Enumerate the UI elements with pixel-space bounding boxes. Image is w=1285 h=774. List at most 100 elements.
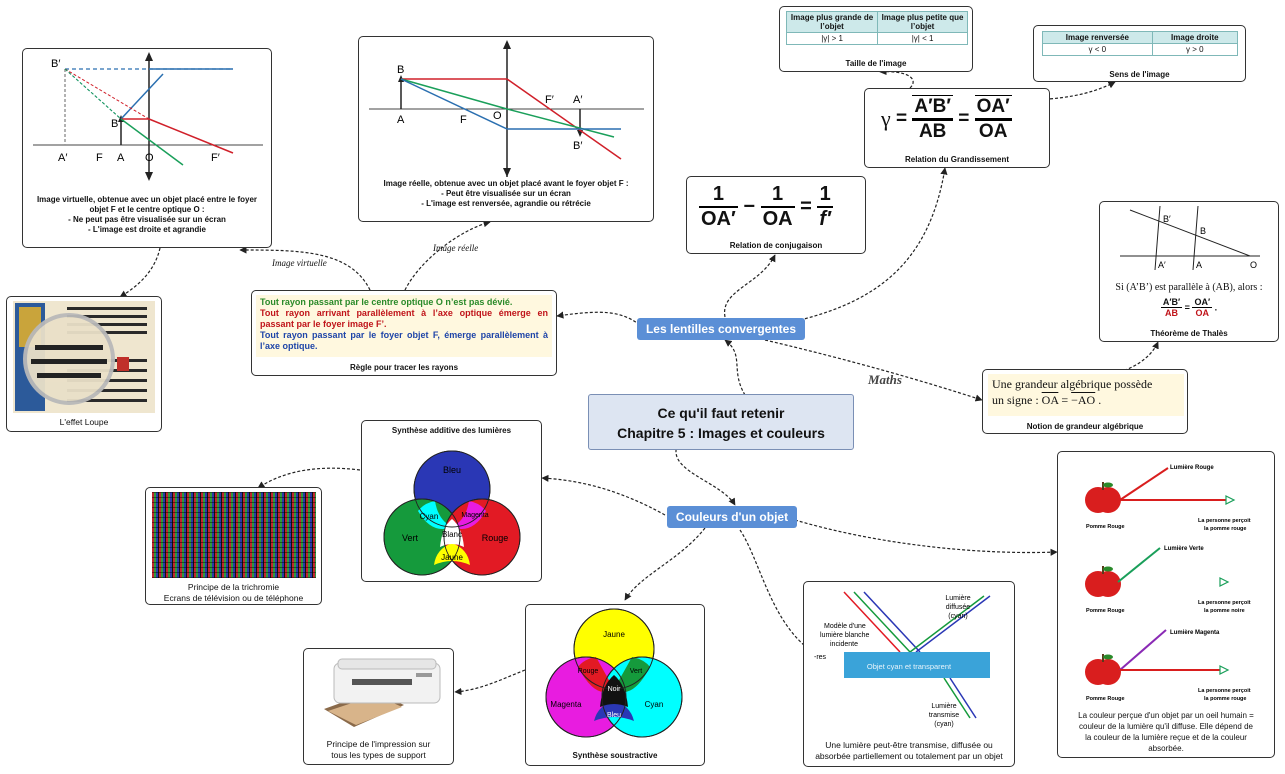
- rule-3: Tout rayon passant par le foyer objet F,…: [260, 330, 548, 351]
- virtual-image-card: B′ B A′ F A O F′ Image virtuelle, obtenu…: [22, 48, 272, 248]
- label-Fp: F′: [545, 94, 554, 106]
- loupe-card: L'effet Loupe: [6, 296, 162, 432]
- svg-text:Lumière Verte: Lumière Verte: [1164, 546, 1204, 552]
- label-A: A: [117, 152, 125, 164]
- real-image-caption: Image réelle, obtenue avec un objet plac…: [383, 179, 629, 208]
- trans-diffusee-2: (cyan): [948, 613, 967, 620]
- label-F: F: [460, 114, 467, 126]
- trans-res: -res: [814, 654, 827, 661]
- sous-cyan: Cyan: [645, 700, 664, 709]
- trans-incident-1: lumière blanche: [820, 632, 870, 639]
- svg-text:La personne perçoit: La personne perçoit: [1198, 688, 1251, 694]
- algebrique-caption: Notion de grandeur algébrique: [1026, 422, 1144, 431]
- edge-add-tri: [257, 467, 361, 489]
- rule-2: Tout rayon arrivant parallèlement à l’ax…: [260, 308, 548, 329]
- thales-formula: A′B′AB = OA′OA .: [1160, 297, 1218, 318]
- rule-1: Tout rayon passant par le centre optique…: [260, 297, 513, 307]
- trichromie-caption: Principe de la trichromie Ecrans de télé…: [163, 582, 304, 603]
- edge-center-couleurs: [675, 439, 736, 506]
- soustractive-venn: Jaune Magenta Cyan Rouge Vert Noir Bleu: [545, 608, 683, 738]
- edge-couleurs-sous: [624, 527, 706, 601]
- edge-couleurs-pommes: [794, 519, 1058, 556]
- central-node[interactable]: Ce qu'il faut retenir Chapitre 5 : Image…: [588, 394, 854, 450]
- topic-couleurs[interactable]: Couleurs d'un objet: [667, 506, 797, 528]
- thales-O: O: [1250, 260, 1257, 270]
- transmission-caption: Une lumière peut-être transmise, diffusé…: [815, 740, 1003, 761]
- label-Ap: A′: [58, 152, 67, 164]
- soustractive-card: Jaune Magenta Cyan Rouge Vert Noir Bleu …: [525, 604, 705, 766]
- apple-icon: [1085, 482, 1121, 513]
- algebrique-body: Une grandeur algébrique possède un signe…: [988, 374, 1184, 416]
- trichromie-overlay: [152, 492, 316, 578]
- sens-caption: Sens de l'image: [1109, 70, 1170, 79]
- sous-vert: Vert: [630, 668, 643, 675]
- add-vert: Vert: [402, 533, 419, 543]
- label-O: O: [145, 152, 154, 164]
- trans-objet: Objet cyan et transparent: [867, 662, 952, 671]
- rules-card: Tout rayon passant par le centre optique…: [251, 290, 557, 376]
- taille-table: Image plus grande de l’objet Image plus …: [785, 11, 968, 45]
- apple-icon: [1085, 566, 1121, 597]
- edge-virtual-loupe: [119, 247, 161, 298]
- impression-caption: Principe de l'impression sur tous les ty…: [326, 739, 431, 760]
- sous-noir: Noir: [608, 686, 622, 693]
- grandissement-caption: Relation du Grandissement: [904, 155, 1010, 164]
- edge-lentilles-rules: [556, 311, 641, 326]
- label-O: O: [493, 110, 502, 122]
- edge-lentilles-conjugaison: [724, 254, 776, 318]
- maths-label[interactable]: Maths: [868, 372, 902, 387]
- label-Fp: F′: [211, 152, 220, 164]
- additive-title: Synthèse additive des lumières: [391, 426, 512, 435]
- thales-caption: Théorème de Thalès: [1150, 329, 1228, 338]
- edge-label-virtuelle: Image virtuelle: [272, 258, 327, 268]
- soustractive-title: Synthèse soustractive: [572, 751, 658, 760]
- svg-text:Pomme Rouge: Pomme Rouge: [1086, 524, 1125, 530]
- virtual-image-caption: Image virtuelle, obtenue avec un objet p…: [36, 195, 258, 234]
- thales-diagram: B′ B A′ A O: [1120, 205, 1260, 271]
- svg-text:la pomme noire: la pomme noire: [1204, 608, 1245, 614]
- sens-card: Image renversée Image droite γ < 0 γ > 0…: [1033, 25, 1246, 82]
- algebrique-card: Une grandeur algébrique possède un signe…: [982, 369, 1188, 434]
- svg-text:La personne perçoit: La personne perçoit: [1198, 518, 1251, 524]
- sens-v2: γ > 0: [1151, 43, 1239, 56]
- central-line1: Ce qu'il faut retenir: [657, 405, 785, 421]
- thales-A: A: [1196, 260, 1202, 270]
- rules-body: Tout rayon passant par le centre optique…: [256, 295, 552, 357]
- sens-table: Image renversée Image droite γ < 0 γ > 0: [1042, 31, 1239, 56]
- label-Bp: B′: [51, 58, 60, 70]
- printer-image: [324, 658, 441, 727]
- real-image-diagram: B A F O F′ A′ B′: [369, 40, 644, 177]
- loupe-image: [13, 301, 155, 413]
- sens-h1: Image renversée: [1042, 31, 1153, 44]
- edge-lentilles-alg: [764, 339, 983, 402]
- apple-icon: [1085, 654, 1121, 685]
- sens-h2: Image droite: [1151, 31, 1239, 44]
- svg-text:Lumière Rouge: Lumière Rouge: [1170, 465, 1214, 471]
- edge-gr-taille: [879, 67, 914, 89]
- grandissement-card: γ = A′B′AB = OA′OA Relation du Grandisse…: [864, 88, 1050, 168]
- add-jaune: Jaune: [441, 553, 463, 562]
- pommes-card: Lumière Rouge Pomme Rouge La personne pe…: [1057, 451, 1275, 758]
- svg-text:Lumière Magenta: Lumière Magenta: [1170, 630, 1220, 636]
- edge-sous-print: [454, 669, 526, 696]
- conjugaison-caption: Relation de conjugaison: [729, 241, 823, 250]
- thales-Bp: B′: [1163, 214, 1171, 224]
- thales-Ap: A′: [1158, 260, 1166, 270]
- thales-card: B′ B A′ A O Si (A’B’) est parallèle à (A…: [1099, 201, 1279, 342]
- sous-jaune: Jaune: [603, 630, 625, 639]
- impression-card: Principe de l'impression sur tous les ty…: [303, 648, 454, 765]
- trans-diffusee-1: diffusée: [946, 604, 970, 611]
- additive-card: Synthèse additive des lumières Bleu Vert…: [361, 420, 542, 582]
- trans-diffusee-0: Lumière: [945, 595, 970, 602]
- label-B: B: [111, 118, 118, 130]
- svg-text:la pomme rouge: la pomme rouge: [1204, 526, 1246, 532]
- trichromie-card: Principe de la trichromie Ecrans de télé…: [145, 487, 322, 605]
- taille-card: Image plus grande de l’objet Image plus …: [779, 6, 973, 72]
- add-cyan: Cyan: [420, 512, 439, 521]
- add-blanc: Blanc: [442, 530, 462, 539]
- edge-couleurs-trans: [739, 529, 811, 651]
- topic-lentilles[interactable]: Les lentilles convergentes: [637, 318, 805, 340]
- loupe-caption: L'effet Loupe: [59, 417, 109, 427]
- add-rouge: Rouge: [482, 533, 509, 543]
